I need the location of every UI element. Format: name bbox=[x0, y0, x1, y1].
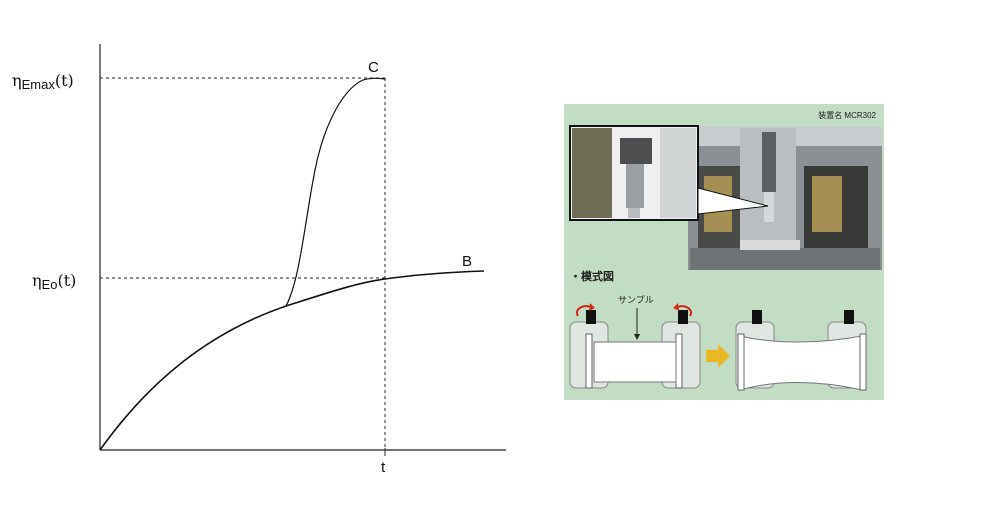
x-label-t: t bbox=[381, 459, 386, 476]
sample-label: サンプル bbox=[618, 295, 654, 305]
curve-b bbox=[99, 270, 485, 451]
curve-b-label: B bbox=[462, 253, 472, 270]
y-label-emax: ηEmax(t) bbox=[12, 71, 74, 92]
zoom-callout bbox=[697, 187, 769, 215]
stretched-sample bbox=[739, 335, 863, 391]
viscosity-growth-graph: ηEmax(t) ηEo(t) t C B bbox=[12, 44, 506, 476]
rotation-arrow-right bbox=[676, 305, 692, 317]
device-name-label: 装置名 MCR302 bbox=[818, 111, 876, 120]
instrument-panel: 装置名 MCR302 ・模式図 サンプル bbox=[564, 104, 884, 400]
rotation-arrow-left bbox=[576, 305, 592, 317]
curve-c bbox=[285, 77, 386, 307]
sample-strip bbox=[593, 341, 677, 383]
y-label-eo: ηEo(t) bbox=[32, 271, 76, 292]
process-arrow bbox=[706, 344, 730, 368]
curve-c-label: C bbox=[368, 59, 379, 76]
schematic-section-label: ・模式図 bbox=[570, 271, 614, 283]
panel-illustration bbox=[569, 125, 882, 391]
